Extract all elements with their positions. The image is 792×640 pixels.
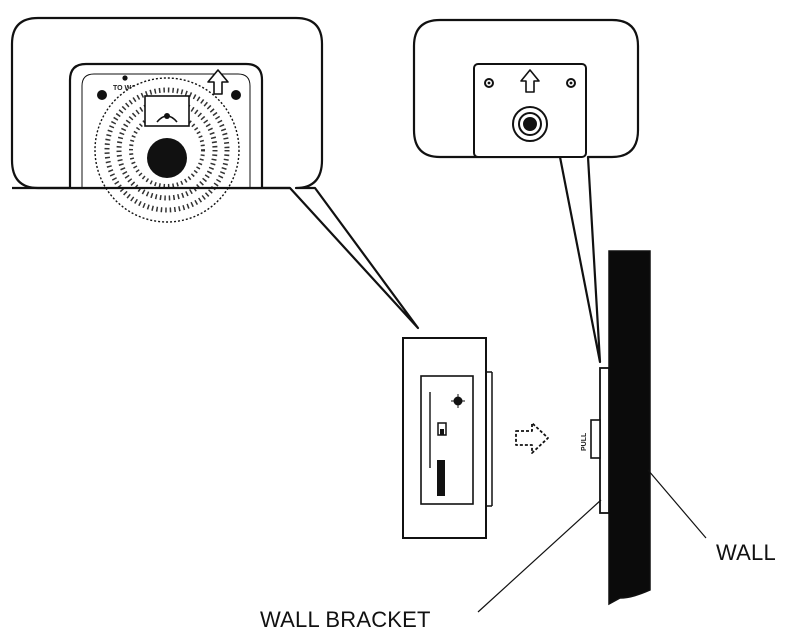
wall-bracket-leader-line — [477, 499, 602, 613]
wall-leader-line — [647, 469, 707, 539]
device-indicator-icon — [451, 394, 465, 408]
wall-bracket-stud — [590, 419, 601, 459]
center-mount-hole-icon — [147, 138, 187, 178]
right-callout — [412, 18, 640, 364]
to-wall-dot-icon — [122, 75, 128, 81]
up-arrow-icon — [207, 69, 229, 95]
right-arrow-icon — [515, 422, 549, 454]
wall-bracket-label: WALL BRACKET — [260, 607, 431, 632]
wall-label: WALL — [716, 540, 776, 565]
bracket-pull-mark: PULL — [581, 432, 588, 451]
device-back-inner-edge — [81, 73, 251, 188]
device-display-bar — [437, 460, 445, 496]
left-callout: TO WALL — [10, 16, 420, 330]
left-callout-mark-text: TO WALL — [113, 85, 145, 92]
speaker-grille-icon — [94, 77, 240, 223]
left-screw-hole-icon — [97, 90, 107, 100]
device-unit — [402, 337, 493, 539]
device-front-panel — [420, 375, 474, 505]
bracket-up-arrow-icon — [520, 69, 540, 93]
wall — [608, 250, 651, 606]
right-screw-hole-icon — [231, 90, 241, 100]
wall-side-view: PULL — [581, 250, 651, 606]
wall-bracket-plate — [599, 367, 610, 514]
